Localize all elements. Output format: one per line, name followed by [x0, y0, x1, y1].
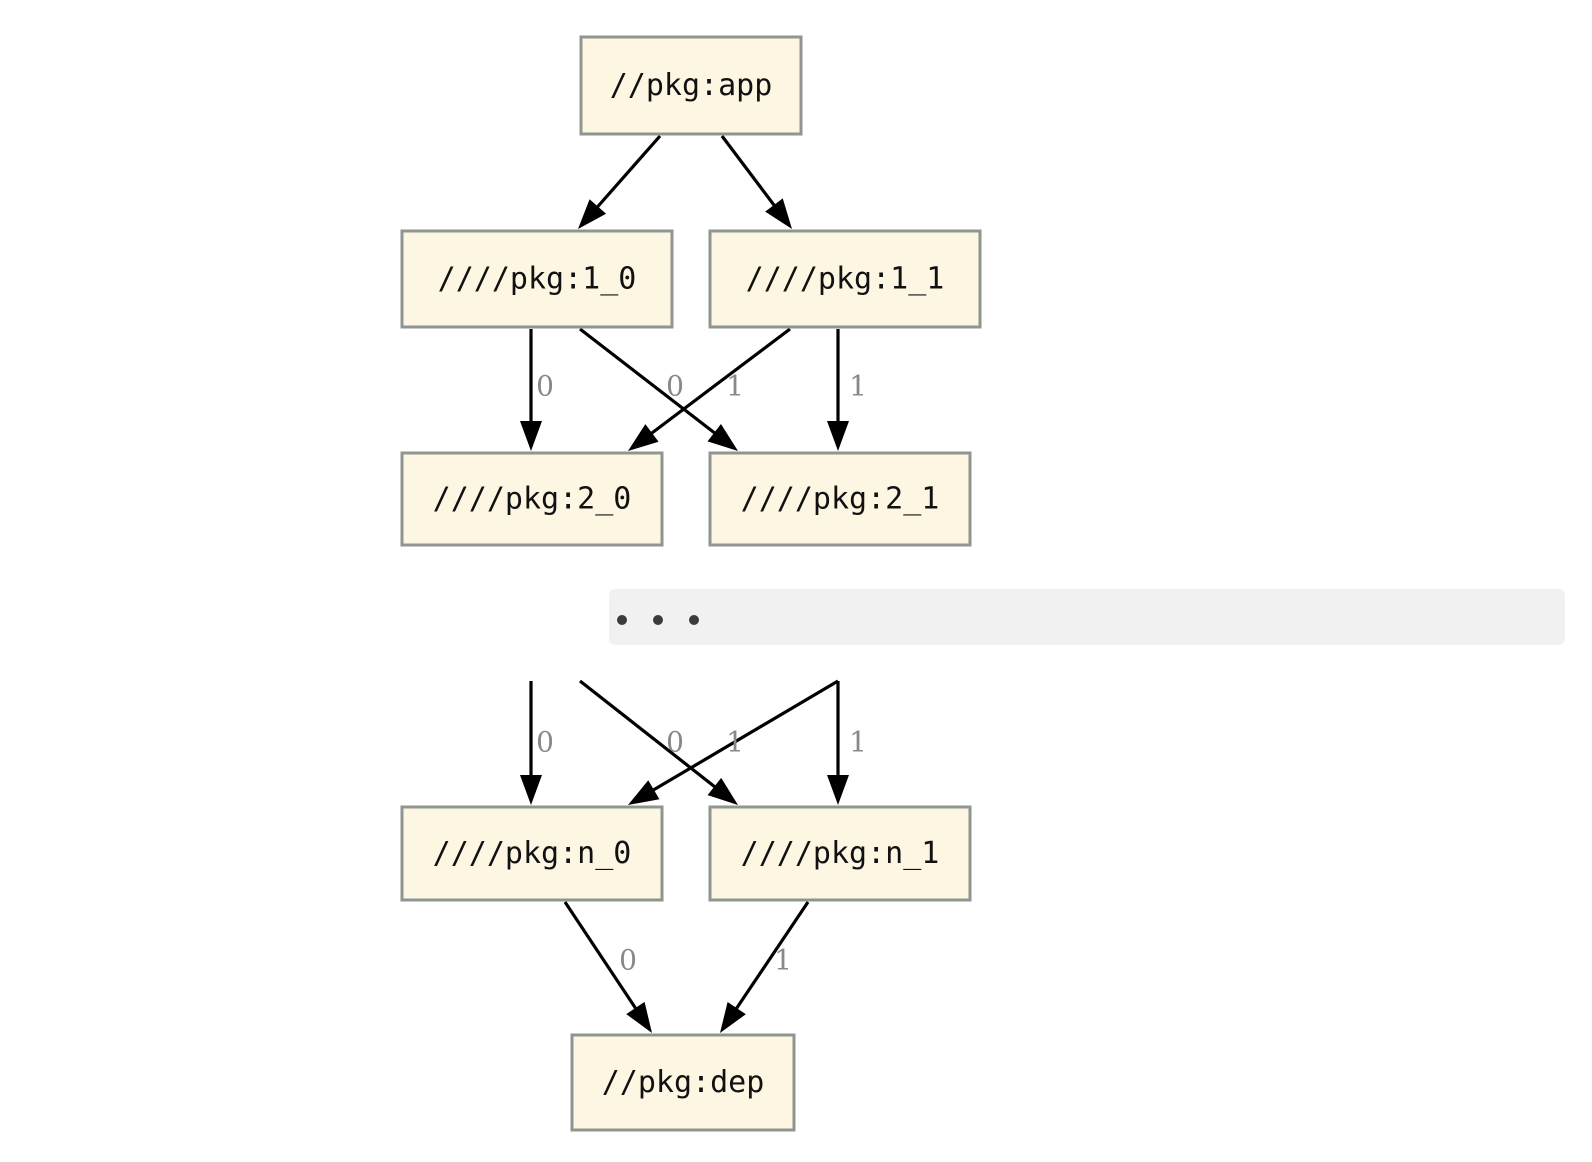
- node-label: ////pkg:n_1: [741, 836, 940, 871]
- edge: [579, 679, 738, 805]
- edge-arrowhead-icon: [520, 421, 542, 451]
- edge-line: [579, 327, 719, 437]
- edge-label: 0: [619, 944, 637, 977]
- edge-arrowhead-icon: [765, 198, 792, 229]
- edge-arrowhead-icon: [520, 775, 542, 805]
- node-box[interactable]: [570, 1033, 796, 1132]
- node-box[interactable]: [579, 35, 803, 136]
- edge-line: [579, 679, 719, 791]
- edge-line: [593, 134, 662, 211]
- ellipsis-band: [609, 589, 1565, 645]
- edge: [520, 681, 542, 805]
- node-box[interactable]: [400, 451, 664, 547]
- ellipsis-dot: [653, 615, 663, 625]
- edge-arrowhead-icon: [628, 780, 660, 805]
- edge: [563, 901, 652, 1033]
- edge-label: 1: [726, 370, 744, 403]
- edge: [720, 901, 810, 1033]
- edge-line: [647, 327, 791, 437]
- edge-arrowhead-icon: [626, 1001, 652, 1033]
- edge: [827, 681, 849, 805]
- edge: [628, 679, 839, 805]
- edge-label: 0: [666, 370, 684, 403]
- edge-arrowhead-icon: [628, 424, 659, 451]
- node-box[interactable]: [708, 805, 972, 902]
- node-box[interactable]: [708, 229, 982, 329]
- graph-node-n1_0[interactable]: ////pkg:1_0: [400, 229, 674, 329]
- graph-node-nn_0[interactable]: ////pkg:n_0: [400, 805, 664, 902]
- node-label: ////pkg:n_0: [433, 836, 632, 871]
- node-label: ////pkg:1_1: [746, 262, 945, 297]
- node-box[interactable]: [400, 229, 674, 329]
- edge-arrowhead-icon: [827, 421, 849, 451]
- node-label: //pkg:dep: [602, 1065, 765, 1100]
- node-box[interactable]: [400, 805, 664, 902]
- edge-arrowhead-icon: [720, 1001, 746, 1033]
- node-label: ////pkg:2_1: [741, 482, 940, 517]
- edge: [520, 329, 542, 451]
- edge-arrowhead-icon: [707, 423, 738, 451]
- edge-line: [649, 679, 839, 794]
- edge: [827, 329, 849, 451]
- graph-node-nn_1[interactable]: ////pkg:n_1: [708, 805, 972, 902]
- graph-node-n2_1[interactable]: ////pkg:2_1: [708, 451, 972, 547]
- edge-label: 0: [666, 726, 684, 759]
- graph-node-n2_0[interactable]: ////pkg:2_0: [400, 451, 664, 547]
- edge-line: [733, 901, 810, 1013]
- edge-label: 0: [536, 726, 554, 759]
- edge-label: 1: [849, 370, 867, 403]
- ellipsis-dot: [689, 615, 699, 625]
- edge-arrowhead-icon: [578, 199, 607, 229]
- graph-node-app[interactable]: //pkg:app: [579, 35, 803, 136]
- edge-label: 1: [774, 944, 792, 977]
- ellipsis-dot: [617, 615, 627, 625]
- edge: [579, 327, 738, 451]
- edge-labels-layer: 0 1 0 1 0 1 0 1 0 1: [536, 370, 867, 977]
- node-box[interactable]: [708, 451, 972, 547]
- edge-line: [563, 901, 639, 1013]
- edge: [720, 135, 792, 229]
- edge-arrowhead-icon: [707, 777, 738, 805]
- ellipsis-separator: [609, 589, 1565, 645]
- node-label: ////pkg:1_0: [438, 262, 637, 297]
- edge: [578, 134, 662, 229]
- edge: [628, 327, 791, 451]
- node-label: ////pkg:2_0: [433, 482, 632, 517]
- nodes-layer: //pkg:app ////pkg:1_0 ////pkg:1_1 ////pkg:2…: [400, 35, 982, 1132]
- edge-label: 1: [726, 726, 744, 759]
- node-label: //pkg:app: [610, 68, 773, 103]
- edge-line: [720, 135, 778, 210]
- graph-node-dep[interactable]: //pkg:dep: [570, 1033, 796, 1132]
- edge-label: 0: [536, 370, 554, 403]
- edges-layer: [520, 134, 849, 1033]
- graph-node-n1_1[interactable]: ////pkg:1_1: [708, 229, 982, 329]
- edge-label: 1: [849, 726, 867, 759]
- edge-arrowhead-icon: [827, 775, 849, 805]
